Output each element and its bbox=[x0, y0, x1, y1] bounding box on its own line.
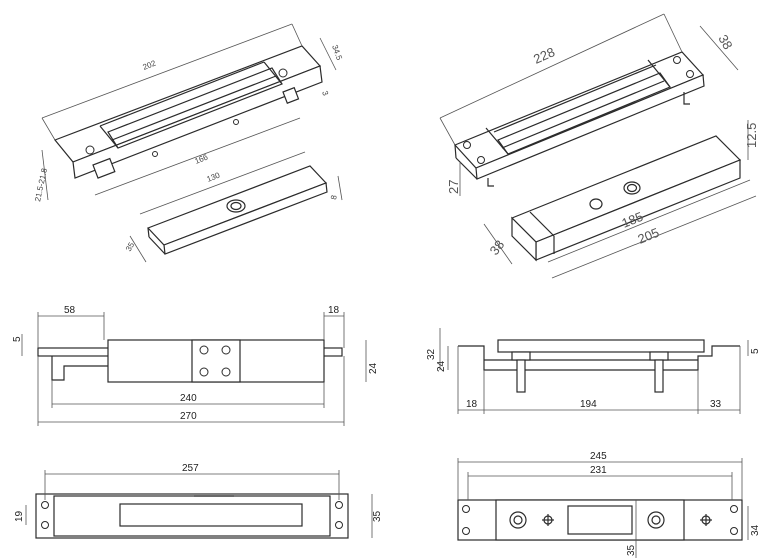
bottom-left-body bbox=[53, 495, 331, 537]
iso-right-width-label: 38 bbox=[715, 32, 735, 52]
bottom-left-right-height-label: 35 bbox=[372, 510, 383, 522]
front-right-inner-height-label: 24 bbox=[436, 360, 447, 372]
bottom-left-height-label: 19 bbox=[14, 510, 25, 522]
bottom-left-length-label: 257 bbox=[182, 463, 199, 474]
bottom-right-outer-length-label: 245 bbox=[590, 451, 607, 462]
bottom-right-inner-length-label: 231 bbox=[590, 465, 607, 476]
front-left-right-span-label: 18 bbox=[328, 305, 340, 316]
front-left-mid-span-label: 240 bbox=[180, 393, 197, 404]
iso-left-plate-hole-icon bbox=[226, 199, 246, 213]
iso-left-offset-label: 3 bbox=[320, 90, 330, 98]
front-left-left-span-label: 58 bbox=[64, 305, 76, 316]
front-right-left-span-label: 18 bbox=[466, 399, 478, 410]
iso-right-length-label: 228 bbox=[531, 44, 557, 67]
bottom-right-body bbox=[495, 499, 685, 541]
iso-left-view: 202 34.5 3 21.5-21.8 166 130 8 35 bbox=[33, 23, 344, 263]
iso-right-body-top bbox=[453, 51, 705, 169]
iso-right-plate-width-label: 38 bbox=[487, 237, 508, 258]
front-left-view: 58 18 5 24 240 270 bbox=[12, 305, 379, 426]
bottom-left-screw-icon bbox=[41, 501, 343, 529]
iso-left-inner-length-label: 166 bbox=[193, 152, 209, 165]
front-right-plate bbox=[497, 339, 705, 353]
front-right-bracket bbox=[458, 345, 740, 371]
iso-left-plate-length-label: 130 bbox=[205, 170, 221, 183]
front-left-total-span-label: 270 bbox=[180, 411, 197, 422]
iso-right-bracket-left bbox=[487, 178, 494, 187]
bottom-left-view: 257 19 35 bbox=[14, 463, 383, 539]
bottom-right-height-label: 34 bbox=[750, 524, 760, 536]
iso-left-length-label: 202 bbox=[141, 58, 157, 71]
iso-right-screw-icon bbox=[463, 56, 694, 164]
iso-right-plate-length-label: 205 bbox=[636, 225, 662, 247]
bottom-right-bottom-height-label: 35 bbox=[626, 544, 637, 556]
iso-left-height-label: 21.5-21.8 bbox=[33, 167, 49, 202]
iso-right-height-label: 27 bbox=[446, 180, 461, 194]
front-right-right-span-label: 33 bbox=[710, 399, 722, 410]
iso-left-plate-width-label: 35 bbox=[124, 240, 137, 253]
iso-left-body-front bbox=[72, 65, 323, 179]
iso-left-width-label: 34.5 bbox=[330, 44, 344, 62]
iso-right-plate-height-label: 12.5 bbox=[744, 123, 759, 148]
bottom-left-slot bbox=[119, 503, 303, 527]
front-right-view: 32 24 5 18 194 33 bbox=[426, 328, 760, 414]
iso-right-plate-hole-icon bbox=[589, 198, 603, 210]
bottom-right-view: 245 231 34 35 bbox=[457, 451, 760, 558]
iso-left-plate-front bbox=[163, 182, 328, 255]
iso-left-screw-icon bbox=[85, 68, 288, 157]
front-left-bolt-icon bbox=[199, 345, 231, 377]
front-right-stud-right bbox=[649, 351, 669, 361]
front-right-mid-span-label: 194 bbox=[580, 399, 597, 410]
front-left-offset-label: 5 bbox=[12, 336, 23, 342]
front-left-clamp bbox=[191, 339, 241, 383]
front-right-outer-height-label: 32 bbox=[426, 348, 437, 360]
iso-right-plate-end bbox=[511, 216, 537, 262]
iso-left-side-block bbox=[92, 157, 116, 179]
iso-right-view: 228 38 27 12.5 38 185 205 bbox=[439, 13, 759, 279]
iso-left-plate-height-label: 8 bbox=[329, 194, 339, 200]
iso-right-body-front bbox=[475, 74, 705, 180]
front-right-stud-left bbox=[511, 351, 531, 361]
bottom-right-screw-icon bbox=[462, 505, 738, 535]
front-left-height-label: 24 bbox=[368, 362, 379, 374]
front-right-offset-label: 5 bbox=[750, 348, 760, 354]
